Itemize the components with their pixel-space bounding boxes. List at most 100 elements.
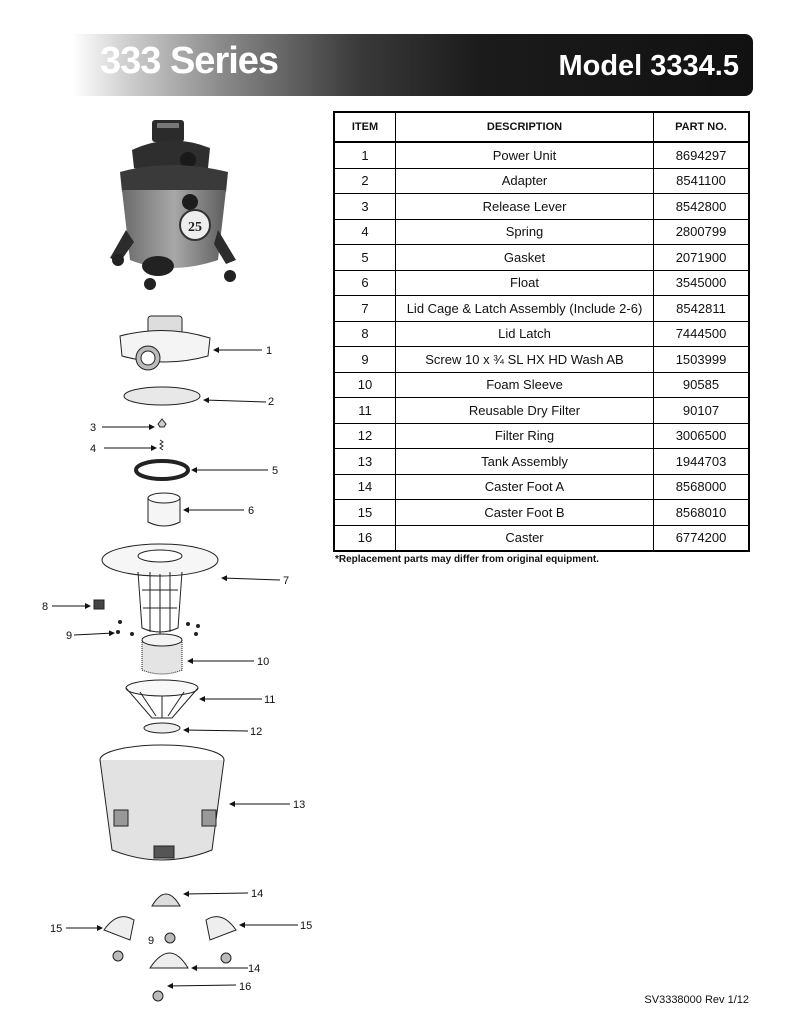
part-no-cell: 1503999	[653, 346, 750, 373]
header-item: ITEM	[333, 111, 396, 143]
description-cell: Release Lever	[395, 193, 654, 220]
callout-2: 2	[268, 396, 274, 408]
part-release-lever	[157, 418, 167, 428]
part-float	[147, 492, 181, 527]
item-cell: 13	[333, 448, 396, 475]
part-no-cell: 6774200	[653, 524, 750, 552]
part-no-cell: 7444500	[653, 320, 750, 347]
part-no-cell: 3006500	[653, 422, 750, 449]
description-cell: Tank Assembly	[395, 448, 654, 475]
item-cell: 7	[333, 295, 396, 322]
description-cell: Screw 10 x ¾ SL HX HD Wash AB	[395, 346, 654, 373]
part-spring	[159, 439, 164, 451]
item-cell: 4	[333, 218, 396, 245]
description-cell: Lid Latch	[395, 320, 654, 347]
part-gasket	[134, 459, 190, 481]
part-no-cell: 3545000	[653, 269, 750, 296]
item-cell: 9	[333, 346, 396, 373]
exploded-parts-diagram: 25	[42, 120, 312, 1002]
part-power-unit	[119, 315, 211, 371]
item-cell: 2	[333, 167, 396, 194]
item-cell: 16	[333, 524, 396, 552]
callout-1: 1	[266, 345, 272, 357]
part-adapter	[123, 386, 201, 406]
item-cell: 1	[333, 141, 396, 169]
part-caster-foot-b-right	[205, 916, 237, 941]
part-no-cell: 90585	[653, 371, 750, 398]
callout-14: 14	[251, 888, 263, 900]
callout-14-lower: 14	[248, 963, 260, 975]
callout-4: 4	[90, 443, 96, 455]
callout-15-right: 15	[300, 920, 312, 932]
part-lid-latch	[93, 599, 105, 610]
description-cell: Caster Foot B	[395, 499, 654, 526]
document-code: SV3338000 Rev 1/12	[644, 994, 749, 1006]
description-cell: Caster	[395, 524, 654, 552]
part-dry-filter	[125, 679, 199, 719]
description-cell: Foam Sleeve	[395, 371, 654, 398]
part-no-cell: 8568010	[653, 499, 750, 526]
callout-16: 16	[239, 981, 251, 993]
part-screws	[116, 620, 200, 636]
badge-text: 25	[188, 220, 202, 235]
part-lid-cage	[101, 543, 219, 634]
part-filter-ring	[143, 722, 181, 734]
description-cell: Spring	[395, 218, 654, 245]
part-tank-assembly	[99, 744, 225, 861]
callout-3: 3	[90, 422, 96, 434]
product-photo: 25	[110, 120, 236, 290]
callout-12: 12	[250, 726, 262, 738]
model-title: Model 3334.5	[558, 50, 739, 82]
callout-7: 7	[283, 575, 289, 587]
header-banner	[72, 34, 753, 96]
part-caster-foot-b-left	[103, 916, 135, 941]
description-cell: Float	[395, 269, 654, 296]
part-no-cell: 8694297	[653, 141, 750, 169]
replacement-note: *Replacement parts may differ from origi…	[335, 554, 599, 565]
header-description: DESCRIPTION	[395, 111, 654, 143]
callout-10: 10	[257, 656, 269, 668]
part-caster-foot-a-lower	[149, 952, 189, 969]
item-cell: 15	[333, 499, 396, 526]
part-caster-foot-a	[151, 893, 181, 907]
item-cell: 12	[333, 422, 396, 449]
callout-9-lower: 9	[148, 935, 154, 947]
part-no-cell: 2071900	[653, 244, 750, 271]
part-no-cell: 2800799	[653, 218, 750, 245]
description-cell: Adapter	[395, 167, 654, 194]
description-cell: Power Unit	[395, 141, 654, 169]
part-no-cell: 8542800	[653, 193, 750, 220]
description-cell: Caster Foot A	[395, 473, 654, 500]
callout-5: 5	[272, 465, 278, 477]
part-no-cell: 8541100	[653, 167, 750, 194]
callout-13: 13	[293, 799, 305, 811]
item-cell: 3	[333, 193, 396, 220]
callout-11: 11	[264, 694, 275, 706]
part-casters	[112, 932, 232, 1002]
part-no-cell: 8542811	[653, 295, 750, 322]
description-cell: Lid Cage & Latch Assembly (Include 2-6)	[395, 295, 654, 322]
callout-8: 8	[42, 601, 48, 613]
header-part-no: PART NO.	[653, 111, 750, 143]
table-header-row: ITEM DESCRIPTION PART NO.	[333, 111, 750, 143]
callout-15-left: 15	[50, 923, 62, 935]
description-cell: Filter Ring	[395, 422, 654, 449]
part-foam-sleeve	[141, 633, 183, 675]
part-no-cell: 8568000	[653, 473, 750, 500]
item-cell: 8	[333, 320, 396, 347]
callout-6: 6	[248, 505, 254, 517]
